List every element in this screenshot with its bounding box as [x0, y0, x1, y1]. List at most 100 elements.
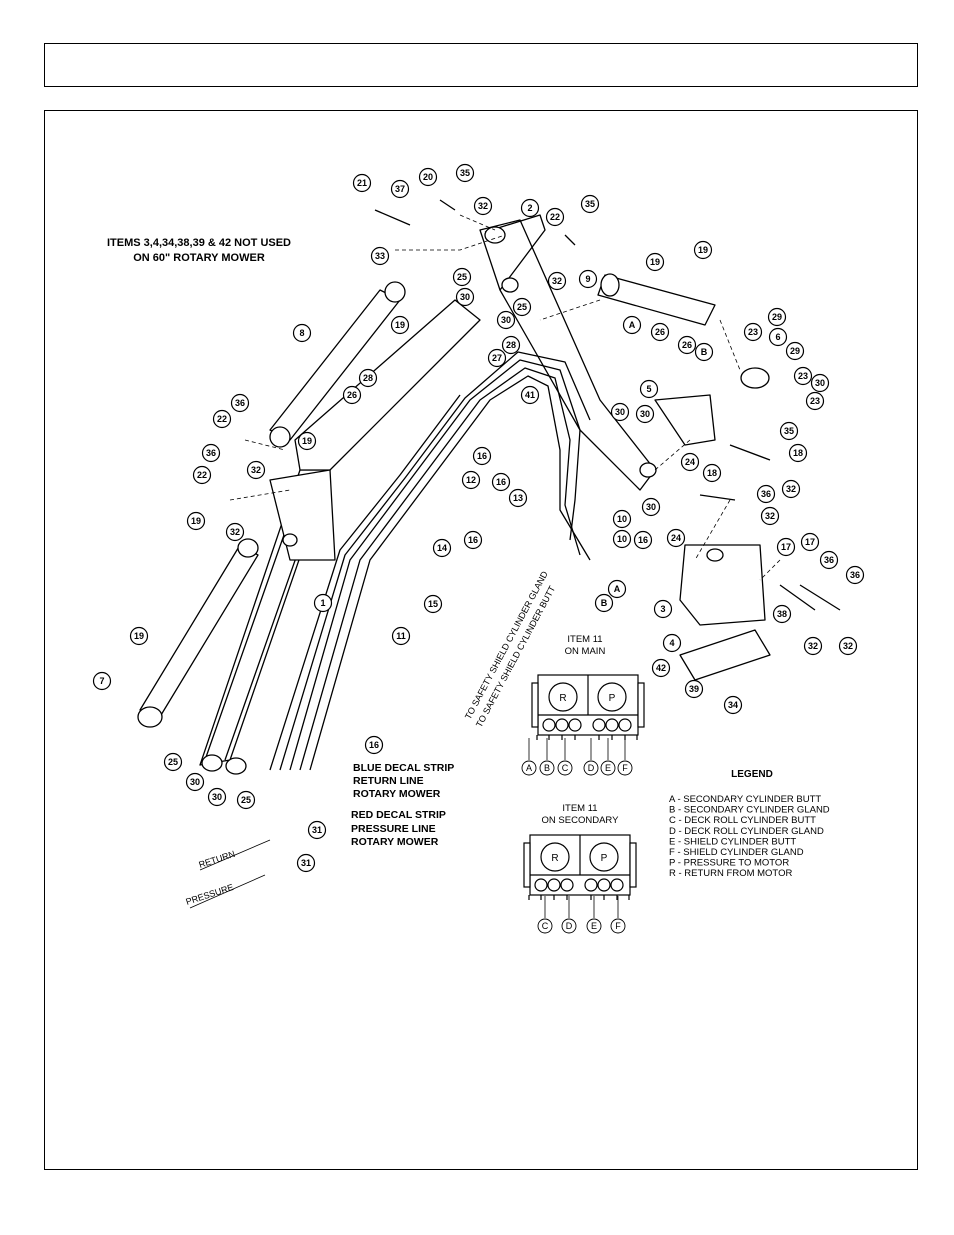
- callout-balloon: 23: [805, 391, 825, 411]
- svg-text:36: 36: [824, 555, 834, 565]
- svg-text:10: 10: [617, 514, 627, 524]
- svg-text:28: 28: [506, 340, 516, 350]
- port-label: E: [591, 921, 597, 931]
- svg-text:26: 26: [347, 390, 357, 400]
- svg-text:16: 16: [468, 535, 478, 545]
- callout-balloon: 29: [767, 307, 787, 327]
- svg-text:24: 24: [671, 533, 681, 543]
- callout-balloon: 36: [819, 550, 839, 570]
- svg-text:30: 30: [212, 792, 222, 802]
- svg-text:2: 2: [527, 203, 532, 213]
- svg-text:11: 11: [396, 631, 406, 641]
- svg-text:26: 26: [682, 340, 692, 350]
- svg-text:30: 30: [501, 315, 511, 325]
- svg-text:36: 36: [206, 448, 216, 458]
- callout-balloon: 10: [612, 509, 632, 529]
- svg-text:19: 19: [650, 257, 660, 267]
- sec-title2: ON SECONDARY: [542, 815, 620, 826]
- legend-item: F - SHIELD CYLINDER GLAND: [669, 847, 804, 858]
- callout-balloon: 32: [760, 506, 780, 526]
- main-title1: ITEM 11: [567, 634, 602, 645]
- mount-bracket: [679, 544, 766, 626]
- note-line2: ON 60" ROTARY MOWER: [133, 252, 265, 264]
- callout-balloon: 23: [743, 322, 763, 342]
- callout-balloon: 7: [92, 671, 112, 691]
- svg-text:42: 42: [656, 663, 666, 673]
- legend-item: A - SECONDARY CYLINDER BUTT: [669, 794, 821, 805]
- callout-balloon: 37: [390, 179, 410, 199]
- svg-text:B: B: [601, 598, 608, 608]
- callout-balloon: 28: [358, 368, 378, 388]
- link-5: [654, 394, 716, 446]
- svg-text:32: 32: [786, 484, 796, 494]
- callout-balloon: 22: [212, 409, 232, 429]
- svg-text:39: 39: [689, 684, 699, 694]
- red-line1: RED DECAL STRIP: [351, 809, 446, 821]
- callout-balloon: 31: [307, 820, 327, 840]
- svg-text:16: 16: [638, 535, 648, 545]
- sec-p: P: [601, 853, 608, 864]
- svg-text:30: 30: [640, 409, 650, 419]
- svg-text:31: 31: [301, 858, 311, 868]
- callout-balloon: 16: [491, 472, 511, 492]
- svg-text:25: 25: [241, 795, 251, 805]
- main-boom-upper: [294, 299, 481, 471]
- svg-text:23: 23: [748, 327, 758, 337]
- svg-text:22: 22: [550, 212, 560, 222]
- callout-balloon: 10: [612, 529, 632, 549]
- valve-block-secondary: [523, 834, 637, 900]
- svg-text:19: 19: [134, 631, 144, 641]
- callout-balloon: 30: [207, 787, 227, 807]
- svg-text:32: 32: [230, 527, 240, 537]
- callout-balloon: 26: [650, 322, 670, 342]
- svg-text:33: 33: [375, 251, 385, 261]
- svg-text:12: 12: [466, 475, 476, 485]
- svg-text:A: A: [629, 320, 636, 330]
- callout-balloon: 26: [677, 335, 697, 355]
- callout-balloon: 28: [501, 335, 521, 355]
- callout-balloon: 21: [352, 173, 372, 193]
- return-label: RETURN: [198, 849, 237, 870]
- svg-text:32: 32: [765, 511, 775, 521]
- svg-text:23: 23: [810, 396, 820, 406]
- callout-balloon: A: [607, 579, 627, 599]
- svg-text:3: 3: [660, 604, 665, 614]
- callout-balloon: 39: [684, 679, 704, 699]
- svg-text:38: 38: [777, 609, 787, 619]
- svg-text:25: 25: [457, 272, 467, 282]
- callout-balloon: 30: [185, 772, 205, 792]
- svg-text:14: 14: [437, 543, 447, 553]
- svg-text:35: 35: [784, 426, 794, 436]
- callout-balloon: 23: [793, 366, 813, 386]
- svg-text:22: 22: [217, 414, 227, 424]
- callout-balloon: 32: [246, 460, 266, 480]
- callout-balloon: 11: [391, 626, 411, 646]
- port-label: F: [622, 763, 628, 773]
- callout-balloon: 16: [463, 530, 483, 550]
- svg-text:32: 32: [251, 465, 261, 475]
- svg-text:17: 17: [781, 542, 791, 552]
- callout-balloon: 20: [418, 167, 438, 187]
- callout-balloon: 36: [845, 565, 865, 585]
- header-box: [44, 43, 918, 87]
- svg-text:29: 29: [772, 312, 782, 322]
- hose-bundle-11: [289, 359, 581, 771]
- svg-text:17: 17: [805, 537, 815, 547]
- main-title2: ON MAIN: [565, 646, 606, 657]
- callout-balloon: 19: [186, 511, 206, 531]
- callout-balloon: 13: [508, 488, 528, 508]
- svg-text:20: 20: [423, 172, 433, 182]
- callout-balloon: 34: [723, 695, 743, 715]
- callout-balloon: 16: [633, 530, 653, 550]
- callout-balloon: 22: [545, 207, 565, 227]
- legend-item: R - RETURN FROM MOTOR: [669, 868, 792, 879]
- legend-item: C - DECK ROLL CYLINDER BUTT: [669, 815, 816, 826]
- callout-balloon: 15: [423, 594, 443, 614]
- svg-text:7: 7: [99, 676, 104, 686]
- callout-balloon: 14: [432, 538, 452, 558]
- svg-text:10: 10: [617, 534, 627, 544]
- pressure-label: PRESSURE: [185, 882, 235, 907]
- callout-balloon: 24: [666, 528, 686, 548]
- svg-text:13: 13: [513, 493, 523, 503]
